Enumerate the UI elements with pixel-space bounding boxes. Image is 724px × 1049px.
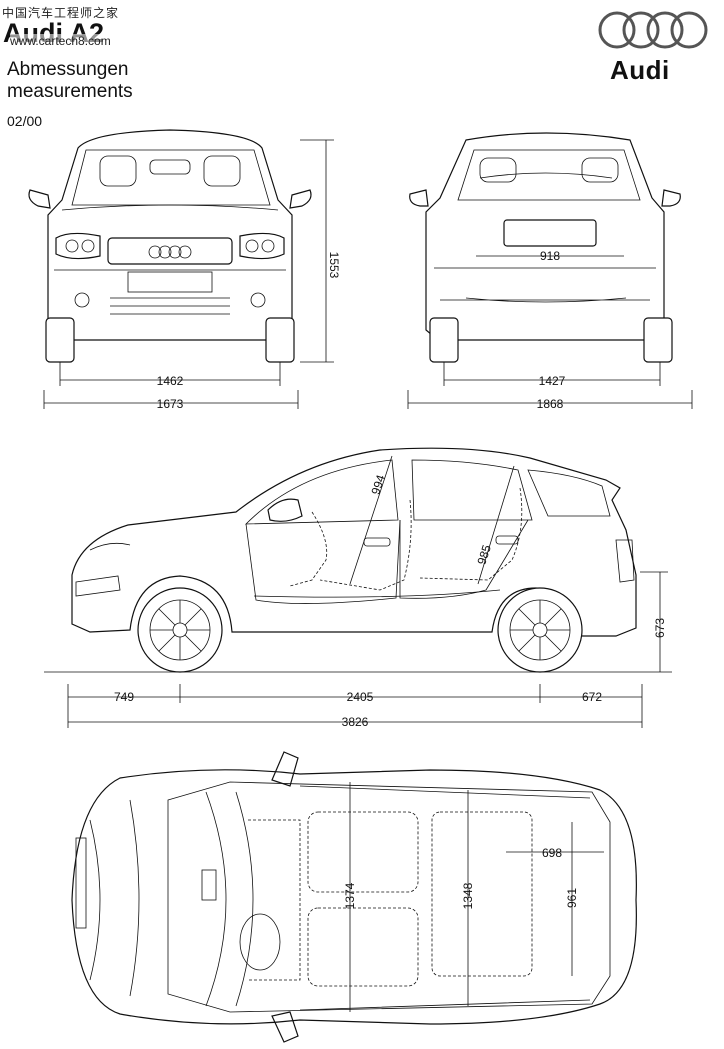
side-dimensions: 994 985 673 749 2405 672 3826 bbox=[67, 455, 668, 729]
front-wheel bbox=[137, 587, 223, 673]
dim-side-headroom-front: 994 bbox=[368, 473, 388, 497]
dim-rear-overhang: 672 bbox=[582, 690, 602, 704]
dim-overall-length: 3826 bbox=[342, 715, 369, 729]
side-view bbox=[44, 447, 672, 673]
audi-rings-logo bbox=[598, 11, 708, 49]
dim-front-track: 1462 bbox=[157, 374, 184, 388]
dim-top-interior-width-front: 1374 bbox=[343, 882, 357, 909]
dim-front-height: 1553 bbox=[327, 252, 341, 279]
dim-wheelbase: 2405 bbox=[347, 690, 374, 704]
dim-side-ground-to-sill: 673 bbox=[653, 618, 667, 638]
watermark-text: 中国汽车工程师之家 bbox=[2, 6, 120, 20]
front-view bbox=[28, 129, 312, 363]
top-dimensions: 1374 1348 698 961 bbox=[343, 782, 604, 1012]
front-dimensions: 1553 1462 1673 bbox=[43, 139, 341, 411]
rear-dimensions: 918 1427 1868 bbox=[407, 249, 693, 411]
watermark-url: www.cartech8.com bbox=[10, 34, 111, 48]
dim-top-cargo-width: 961 bbox=[565, 888, 579, 908]
dim-rear-track: 1427 bbox=[539, 374, 566, 388]
top-view bbox=[71, 751, 637, 1043]
dim-rear-plate-width: 918 bbox=[540, 249, 560, 263]
brand-wordmark: Audi bbox=[610, 55, 670, 85]
document-date: 02/00 bbox=[7, 113, 43, 129]
dim-rear-width-mirrors: 1868 bbox=[537, 397, 564, 411]
dim-front-overhang: 749 bbox=[114, 690, 134, 704]
rear-wheel bbox=[497, 587, 583, 673]
dim-top-interior-width-rear: 1348 bbox=[461, 882, 475, 909]
rear-view bbox=[409, 132, 681, 363]
dim-side-headroom-rear: 985 bbox=[474, 543, 494, 567]
title-german: Abmessungen bbox=[7, 59, 129, 80]
dim-top-cargo-length: 698 bbox=[542, 846, 562, 860]
dim-front-width: 1673 bbox=[157, 397, 184, 411]
header: 中国汽车工程师之家 Audi A2 www.cartech8.com Abmes… bbox=[0, 0, 724, 140]
title-english: measurements bbox=[7, 81, 133, 102]
